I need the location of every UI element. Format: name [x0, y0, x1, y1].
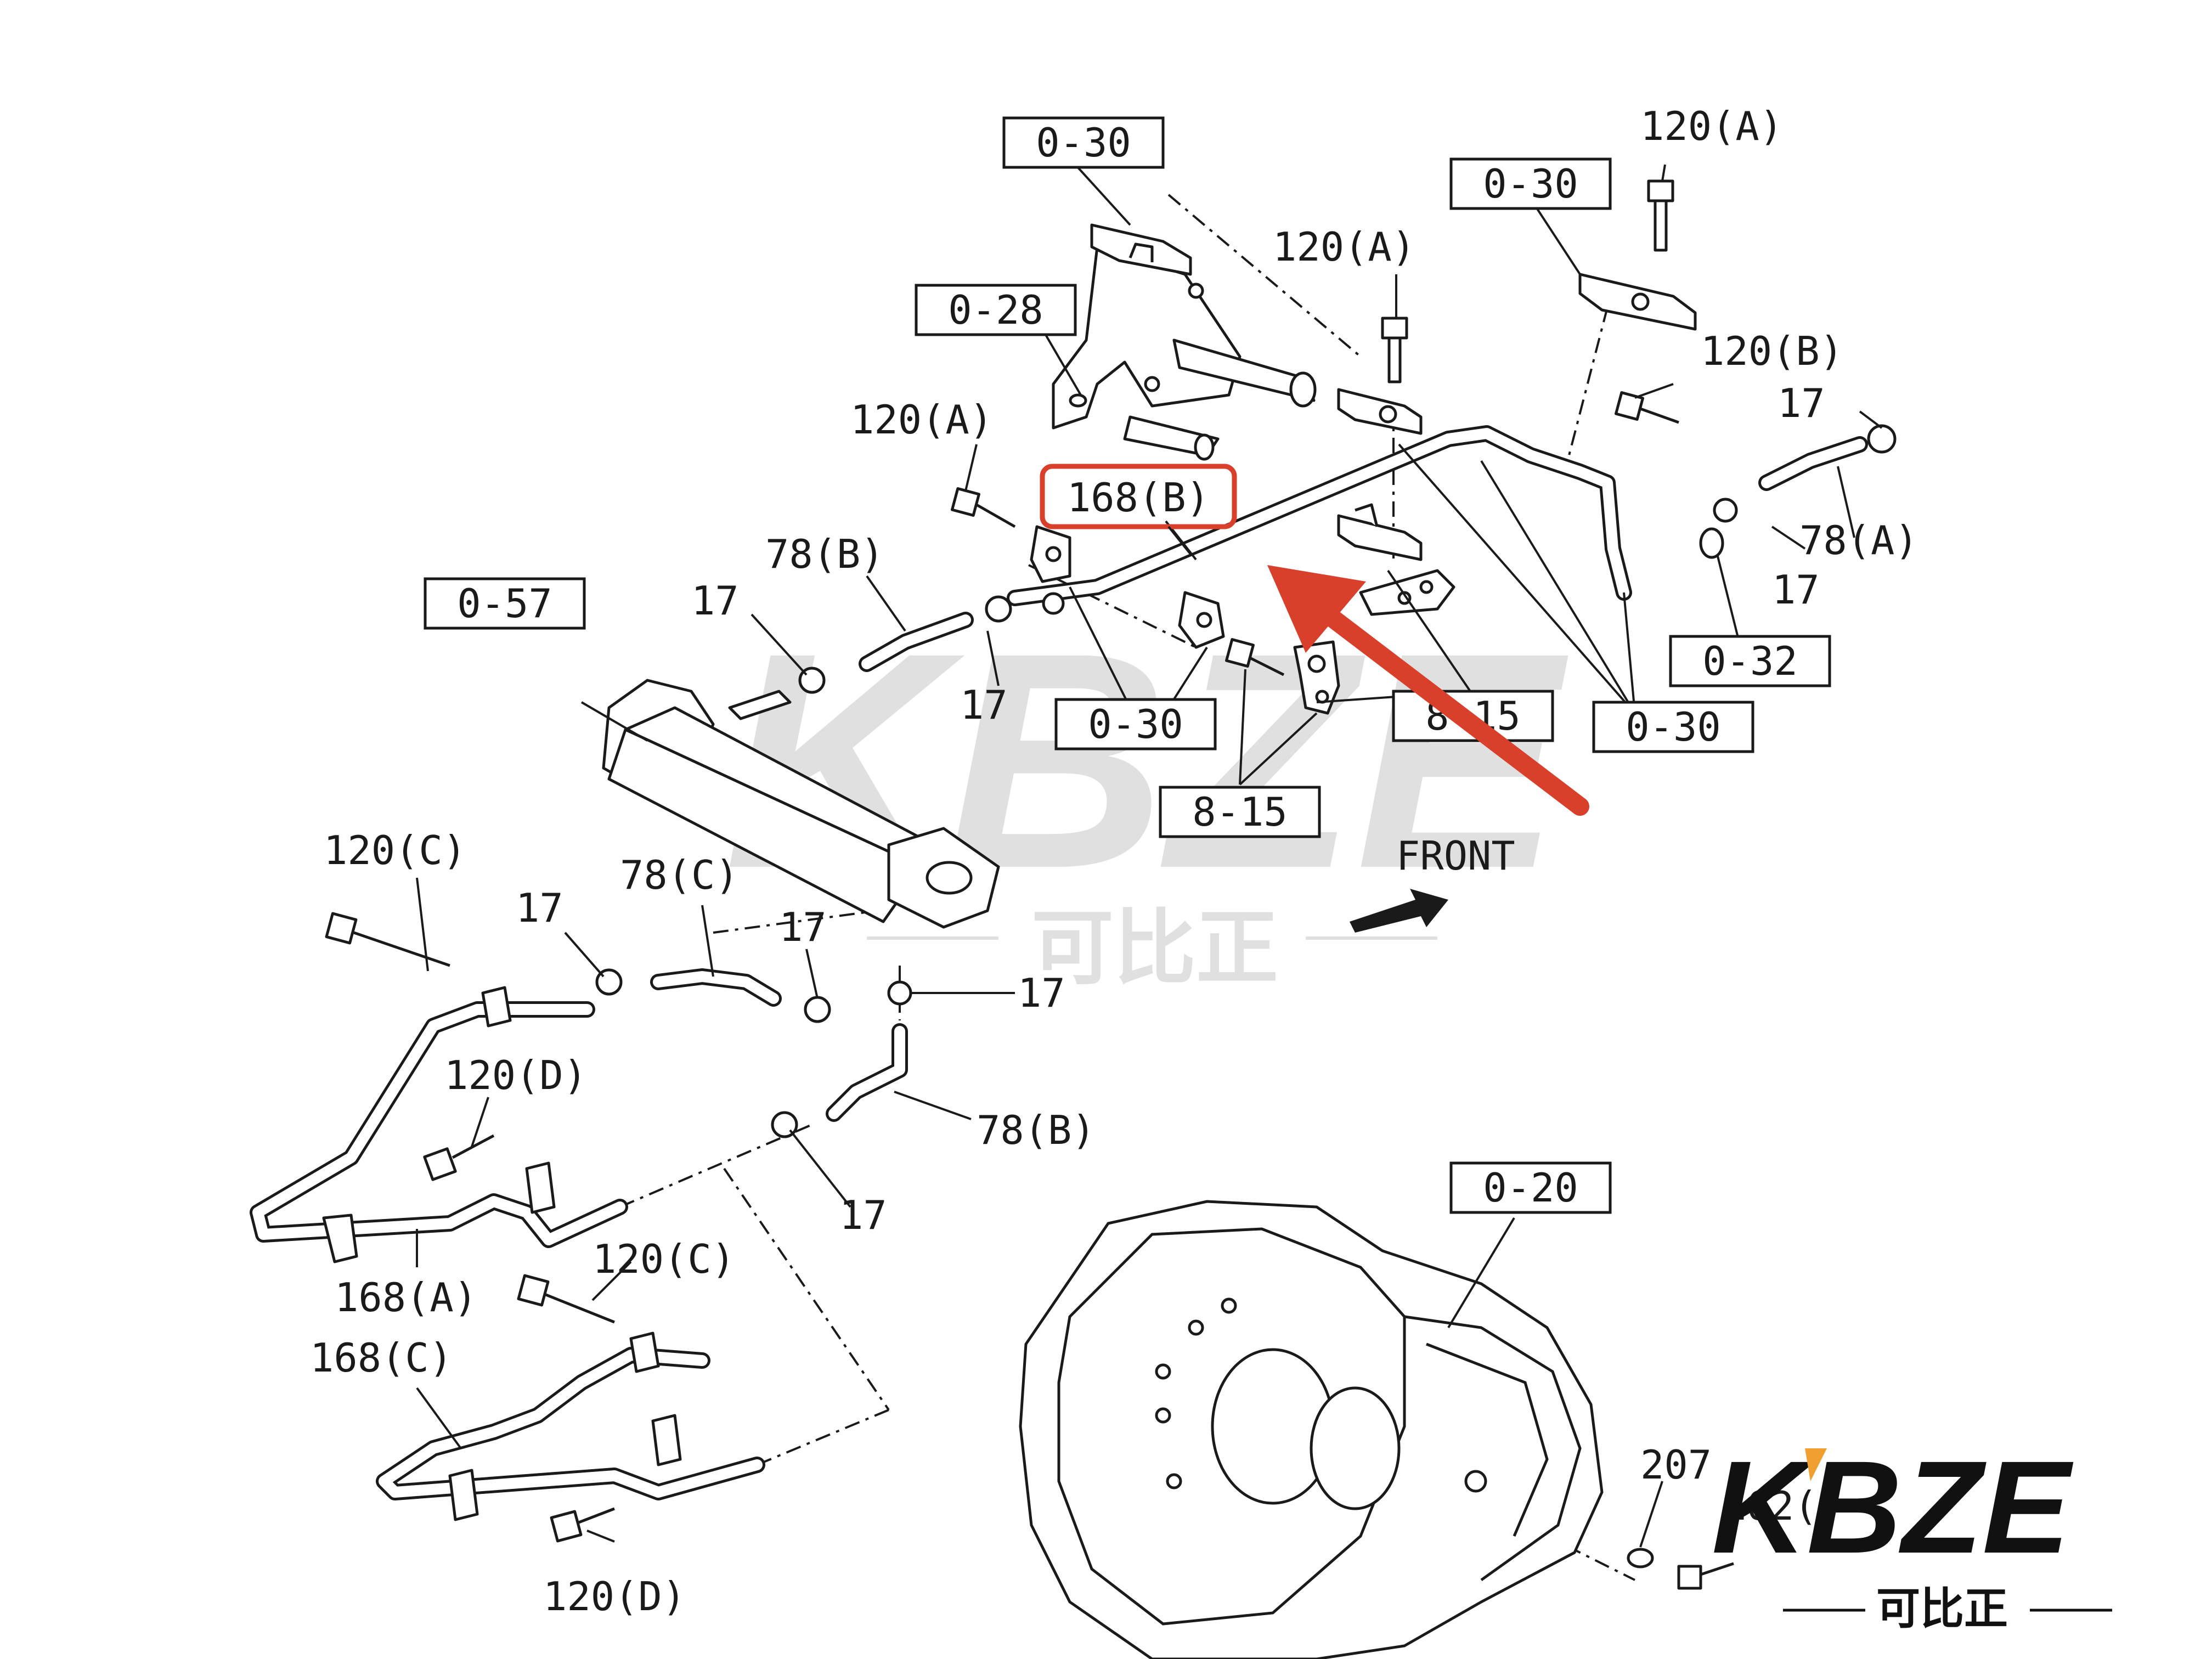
label-17-d: 17: [960, 682, 1008, 728]
bolt-8-15-center: [1225, 638, 1285, 676]
svg-text:8-15: 8-15: [1192, 789, 1287, 835]
label-207: 207: [1640, 1442, 1712, 1488]
svg-text:0-30: 0-30: [1626, 704, 1720, 750]
clamp-block-top-right: [1578, 273, 1697, 331]
label-120b: 120(B): [1701, 328, 1843, 374]
label-17-h: 17: [839, 1192, 887, 1238]
bolt-162: [1677, 1562, 1734, 1590]
hose-78c: [595, 968, 831, 1023]
clamp-block-left: [1030, 525, 1071, 583]
ref-box-5: 0-30: [1054, 698, 1217, 751]
front-label: FRONT: [1396, 833, 1515, 879]
highlight-168b: 168(B): [1040, 464, 1237, 555]
red-arrow-head-icon: [1267, 565, 1366, 653]
ref-box-4: 0-57: [424, 577, 586, 630]
svg-text:0-57: 0-57: [457, 580, 552, 627]
label-120c-bottom: 120(C): [592, 1236, 735, 1282]
logo-accent-icon: [1805, 1448, 1827, 1481]
label-17-f: 17: [779, 904, 827, 950]
bolt-120a-top-right: [1647, 179, 1674, 252]
bolt-120c-top: [325, 912, 450, 967]
svg-text:0-30: 0-30: [1036, 120, 1131, 166]
label-120c-top: 120(C): [324, 827, 466, 873]
label-78a: 78(A): [1799, 517, 1918, 563]
watermark-subtext: 可比正: [1031, 901, 1278, 996]
label-168c: 168(C): [310, 1335, 453, 1381]
svg-text:0-28: 0-28: [948, 287, 1043, 333]
washer-207: [1627, 1548, 1654, 1568]
label-17-c: 17: [691, 578, 739, 624]
label-17-b: 17: [1772, 567, 1820, 613]
bolt-120a-mid: [1381, 317, 1408, 383]
front-arrow-icon: [1350, 889, 1448, 933]
label-120a-left: 120(A): [850, 397, 993, 443]
hose-78b-top: [798, 592, 1065, 694]
ref-box-9: 8-15: [1159, 786, 1321, 838]
front-indicator: FRONT: [1350, 833, 1515, 933]
clamp-block-upper-mid: [1337, 388, 1423, 435]
hose-78a: [1699, 424, 1897, 559]
label-120a-top-right: 120(A): [1640, 103, 1783, 149]
label-168b: 168(B): [1067, 475, 1210, 521]
svg-text:0-32: 0-32: [1702, 638, 1797, 684]
label-120a-mid: 120(A): [1273, 224, 1415, 270]
label-120d-bottom: 120(D): [543, 1573, 686, 1620]
bolt-120b: [1615, 391, 1679, 424]
bracket-8-15-right: [1359, 569, 1455, 616]
highlight-arrow: [1267, 565, 1589, 816]
watermark: KBZE 可比正: [724, 589, 1572, 996]
svg-text:0-20: 0-20: [1483, 1165, 1578, 1211]
label-17-g: 17: [1018, 970, 1065, 1016]
bolt-120c-bottom: [517, 1274, 615, 1324]
bolt-120a-left: [951, 487, 1016, 528]
ref-box-10: 0-20: [1449, 1161, 1612, 1214]
label-17-a: 17: [1778, 380, 1825, 426]
egr-cooler: [602, 679, 1000, 929]
logo-subtext: 可比正: [1876, 1583, 2008, 1634]
pipe-168b: [1007, 425, 1632, 606]
transmission-housing: [1019, 1200, 1604, 1659]
ref-box-1: 0-30: [1002, 116, 1165, 169]
bolt-120d-bottom: [550, 1507, 615, 1543]
label-78b-top: 78(B): [765, 531, 884, 577]
ref-box-7: 0-30: [1592, 701, 1754, 753]
ref-box-3: 0-28: [915, 284, 1077, 336]
label-162: 162(: [1723, 1483, 1818, 1529]
pipe-168a: [250, 986, 628, 1263]
ref-box-2: 0-30: [1449, 157, 1612, 210]
highlight-box: [1040, 464, 1237, 529]
logo-text: KBZE: [1712, 1434, 2074, 1581]
hose-78b-bottom: [771, 980, 912, 1138]
bracket-0-28: [1052, 245, 1317, 461]
ref-box-8: 0-32: [1669, 635, 1831, 687]
bracket-8-15-lower: [1293, 640, 1340, 715]
svg-text:0-30: 0-30: [1088, 701, 1183, 747]
label-168a: 168(A): [335, 1274, 477, 1321]
clamp-block-lower-mid: [1337, 503, 1423, 561]
label-78c: 78(C): [620, 852, 739, 898]
label-78b-bottom: 78(B): [977, 1107, 1096, 1153]
clamp-block-center: [1178, 591, 1225, 649]
clamp-block-top-left: [1090, 223, 1192, 276]
svg-text:0-30: 0-30: [1483, 161, 1578, 207]
part-labels: 120(A) 120(A) 120(A) 120(B) 17 78(A) 17 …: [310, 103, 1918, 1620]
pipe-168c: [376, 1331, 765, 1521]
label-17-e: 17: [516, 885, 563, 931]
bolt-120d-top: [423, 1134, 495, 1181]
label-120d-top: 120(D): [444, 1052, 587, 1098]
brand-logo: KBZE 可比正: [1712, 1434, 2112, 1634]
